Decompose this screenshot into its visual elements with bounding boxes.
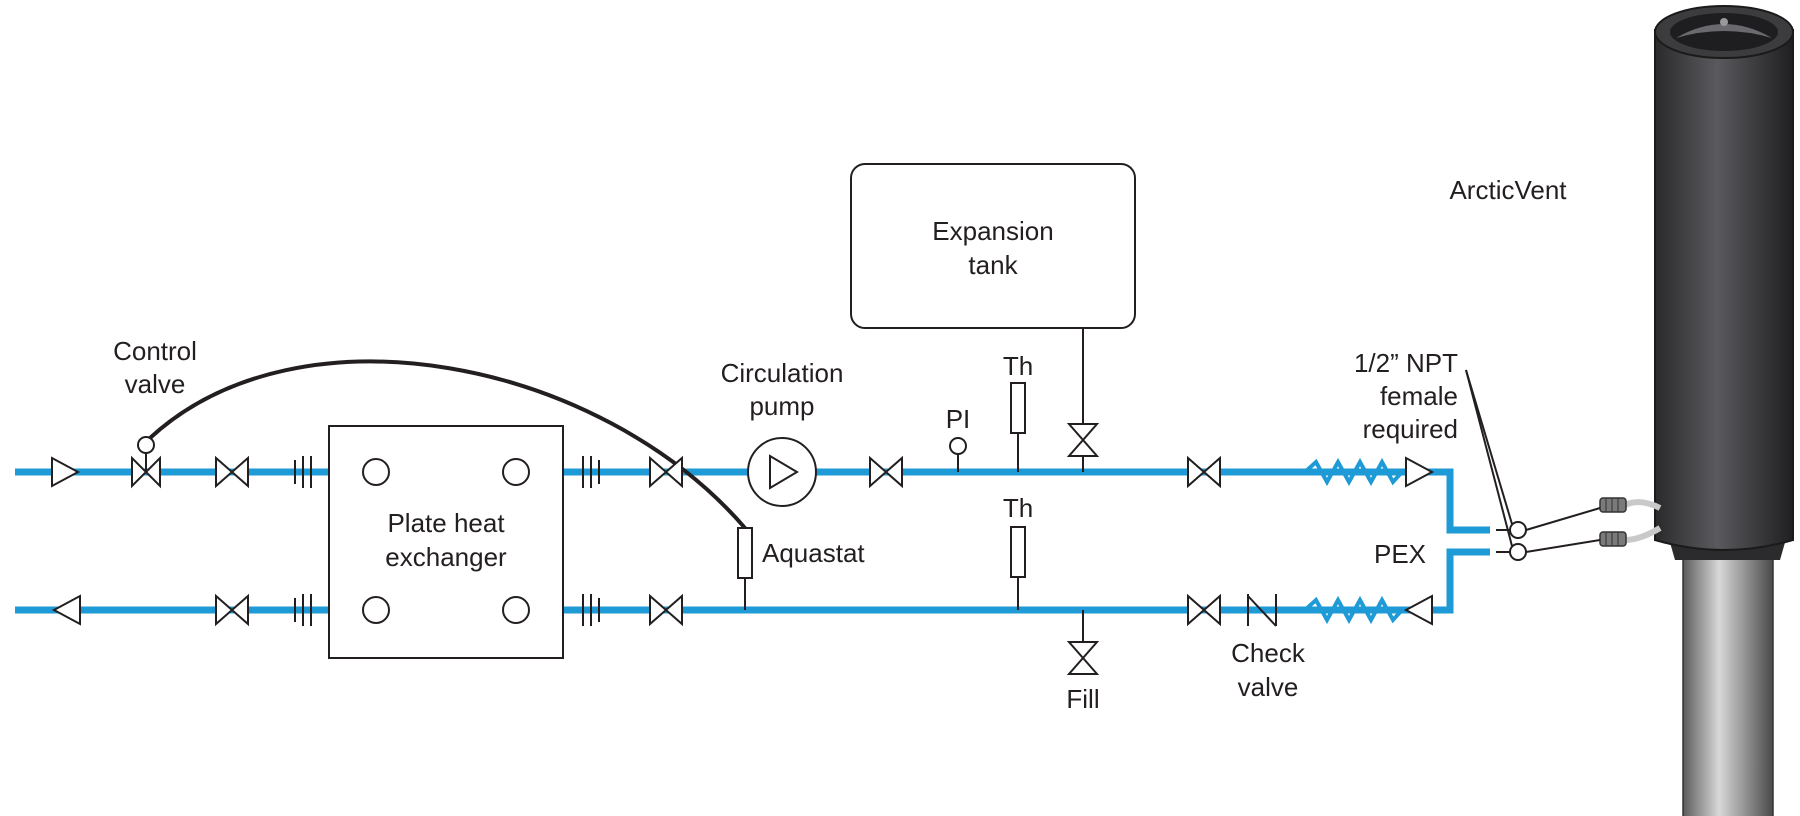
expansion-tank-label-1: Expansion: [932, 216, 1053, 246]
flow-arrow-out-icon: [1405, 456, 1435, 488]
arcticvent-label: ArcticVent: [1449, 175, 1567, 205]
pex-flex-icon: [1303, 457, 1404, 487]
npt-note-1: 1/2” NPT: [1354, 348, 1458, 378]
gate-valve-icon: [1066, 423, 1100, 457]
phe-label-1: Plate heat: [387, 508, 505, 538]
flow-arrow-in-icon: [1403, 594, 1433, 626]
union-icon: [294, 594, 312, 626]
port-icon: [1509, 521, 1527, 539]
npt-note-2: female: [1380, 381, 1458, 411]
expansion-tank: Expansion tank: [850, 163, 1136, 472]
aquastat-label: Aquastat: [762, 538, 865, 568]
phe-label-2: exchanger: [385, 542, 507, 572]
leader-line: [1465, 369, 1513, 547]
control-valve-label-1: Control: [113, 336, 197, 366]
gate-valve-icon: [869, 455, 903, 489]
gate-valve-icon: [649, 455, 683, 489]
pump-label-1: Circulation: [721, 358, 844, 388]
gate-valve-icon: [1187, 455, 1221, 489]
npt-note-3: required: [1363, 414, 1458, 444]
thermometer-icon: [1010, 526, 1026, 610]
control-wire: [148, 359, 747, 530]
th-supply-label: Th: [1003, 351, 1033, 381]
flow-arrow-out-icon: [51, 594, 81, 626]
th-return-label: Th: [1003, 493, 1033, 523]
pex-flex-icon: [1303, 595, 1404, 625]
gate-valve-icon: [215, 593, 249, 627]
port-icon: [362, 458, 390, 486]
thermometer-icon: [1010, 382, 1026, 472]
pump-label-2: pump: [749, 391, 814, 421]
aquastat-icon: [737, 527, 753, 610]
fill-label: Fill: [1066, 684, 1099, 714]
gate-valve-icon: [1066, 610, 1100, 675]
control-valve-icon: [131, 436, 161, 489]
port-icon: [362, 596, 390, 624]
check-valve-icon: [1247, 594, 1277, 627]
port-icon: [1509, 543, 1527, 561]
flow-arrow-in-icon: [51, 456, 81, 488]
check-valve-label-2: valve: [1238, 672, 1299, 702]
union-icon: [294, 456, 312, 488]
pex-label: PEX: [1374, 539, 1426, 569]
expansion-tank-label-2: tank: [968, 250, 1018, 280]
pressure-indicator-icon: [949, 437, 967, 472]
union-icon: [582, 456, 600, 488]
pi-label: PI: [946, 404, 971, 434]
gate-valve-icon: [649, 593, 683, 627]
plate-heat-exchanger: Plate heat exchanger: [328, 425, 564, 659]
gate-valve-icon: [1187, 593, 1221, 627]
control-valve-label-2: valve: [125, 369, 186, 399]
gate-valve-icon: [215, 455, 249, 489]
pump-icon: [747, 437, 817, 507]
arcticvent-icon: [1599, 5, 1794, 816]
union-icon: [582, 594, 600, 626]
port-icon: [502, 596, 530, 624]
check-valve-label-1: Check: [1231, 638, 1306, 668]
port-icon: [502, 458, 530, 486]
